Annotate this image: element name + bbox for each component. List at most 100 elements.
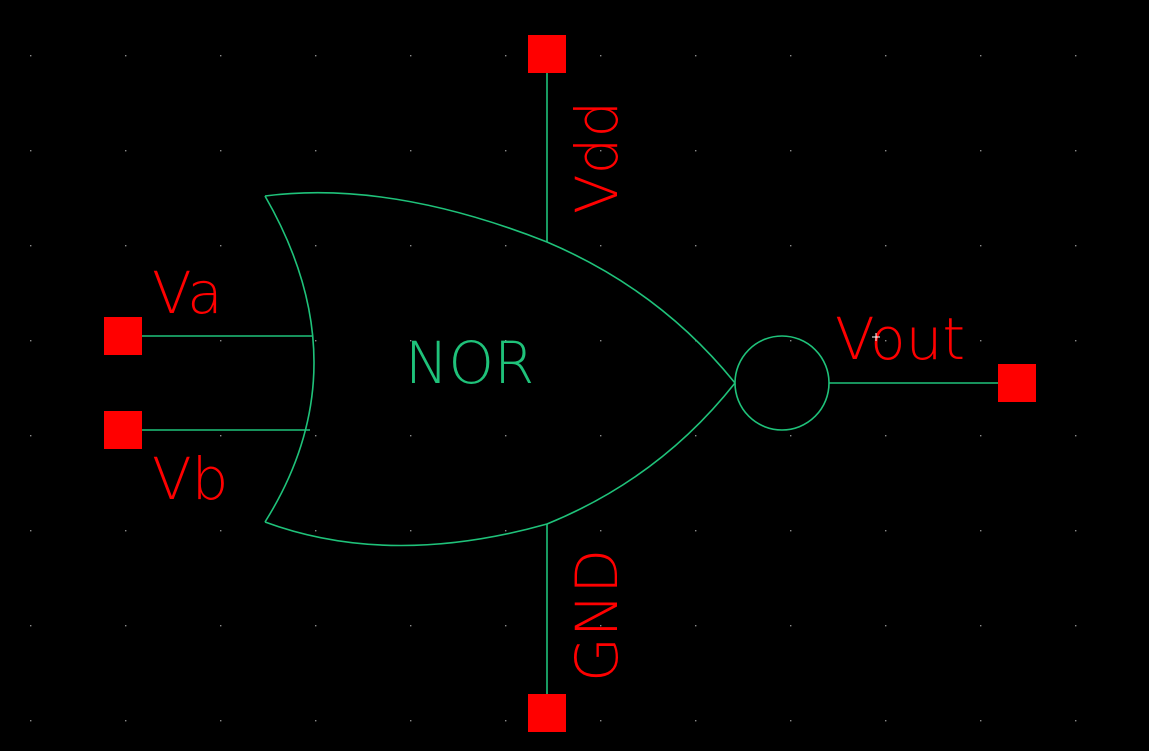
grid-dot bbox=[125, 150, 127, 152]
grid-dot bbox=[30, 55, 32, 57]
pins bbox=[104, 35, 1036, 732]
grid-dot bbox=[30, 150, 32, 152]
grid-dot bbox=[600, 530, 602, 532]
grid-dot bbox=[315, 435, 317, 437]
grid-dot bbox=[980, 720, 982, 722]
grid-dot bbox=[885, 245, 887, 247]
grid-dot bbox=[980, 245, 982, 247]
grid-dot bbox=[885, 625, 887, 627]
grid-dot bbox=[695, 150, 697, 152]
grid-dot bbox=[695, 720, 697, 722]
grid-dot bbox=[790, 625, 792, 627]
grid-dot bbox=[505, 340, 507, 342]
grid-dot bbox=[315, 720, 317, 722]
grid-dot bbox=[315, 530, 317, 532]
grid-dot bbox=[315, 625, 317, 627]
grid-dot bbox=[885, 55, 887, 57]
gate-bottom-curve bbox=[264, 382, 736, 547]
grid-dot bbox=[30, 625, 32, 627]
grid-dot bbox=[410, 625, 412, 627]
grid-dot bbox=[505, 150, 507, 152]
grid-dot bbox=[505, 245, 507, 247]
grid-dot bbox=[220, 625, 222, 627]
grid-dot bbox=[410, 530, 412, 532]
grid-dot bbox=[30, 340, 32, 342]
grid-dot bbox=[790, 720, 792, 722]
vout-pin[interactable] bbox=[998, 364, 1036, 402]
grid-dot bbox=[315, 340, 317, 342]
grid-dots bbox=[30, 55, 1077, 722]
grid-dot bbox=[600, 435, 602, 437]
grid-dot bbox=[1075, 720, 1077, 722]
grid-dot bbox=[980, 340, 982, 342]
grid-dot bbox=[505, 720, 507, 722]
grid-dot bbox=[695, 435, 697, 437]
grid-dot bbox=[790, 55, 792, 57]
vb-pin-label: Vb bbox=[152, 445, 229, 513]
inversion-bubble bbox=[734, 335, 830, 431]
vdd-pin[interactable] bbox=[528, 35, 566, 73]
grid-dot bbox=[30, 720, 32, 722]
grid-dot bbox=[885, 720, 887, 722]
symbol-name-label: NOR bbox=[405, 329, 534, 397]
grid-dot bbox=[790, 150, 792, 152]
grid-dot bbox=[695, 530, 697, 532]
grid-dot bbox=[790, 340, 792, 342]
grid-dot bbox=[600, 340, 602, 342]
grid-dot bbox=[695, 245, 697, 247]
grid-dot bbox=[220, 720, 222, 722]
vout-pin-label: Vout bbox=[835, 305, 965, 373]
grid-dot bbox=[125, 55, 127, 57]
grid-dot bbox=[600, 150, 602, 152]
grid-dot bbox=[980, 150, 982, 152]
grid-dot bbox=[505, 530, 507, 532]
grid-dot bbox=[30, 245, 32, 247]
grid-dot bbox=[1075, 245, 1077, 247]
grid-dot bbox=[600, 720, 602, 722]
gate-back-curve bbox=[264, 195, 315, 523]
grid-dot bbox=[315, 150, 317, 152]
grid-dot bbox=[505, 435, 507, 437]
grid-dot bbox=[30, 530, 32, 532]
grid-dot bbox=[125, 530, 127, 532]
grid-dot bbox=[980, 55, 982, 57]
grid-dot bbox=[220, 55, 222, 57]
grid-dot bbox=[885, 435, 887, 437]
grid-dot bbox=[410, 245, 412, 247]
wires bbox=[142, 72, 998, 694]
grid-dot bbox=[695, 625, 697, 627]
vdd-pin-label: Vdd bbox=[563, 101, 631, 214]
grid-dot bbox=[695, 55, 697, 57]
gate-body bbox=[264, 191, 830, 547]
grid-dot bbox=[410, 150, 412, 152]
grid-dot bbox=[600, 55, 602, 57]
grid-dot bbox=[410, 435, 412, 437]
grid-dot bbox=[125, 625, 127, 627]
grid-dot bbox=[1075, 340, 1077, 342]
vb-pin[interactable] bbox=[104, 411, 142, 449]
grid-dot bbox=[125, 720, 127, 722]
grid-dot bbox=[1075, 530, 1077, 532]
grid-dot bbox=[220, 340, 222, 342]
grid-dot bbox=[1075, 625, 1077, 627]
grid-dot bbox=[980, 625, 982, 627]
va-pin[interactable] bbox=[104, 317, 142, 355]
grid-dot bbox=[790, 530, 792, 532]
grid-dot bbox=[315, 245, 317, 247]
grid-dot bbox=[600, 245, 602, 247]
mouse-cursor-icon bbox=[872, 333, 880, 341]
grid-dot bbox=[315, 55, 317, 57]
gnd-pin-label: GND bbox=[563, 549, 631, 682]
grid-dot bbox=[220, 150, 222, 152]
gnd-pin[interactable] bbox=[528, 694, 566, 732]
va-pin-label: Va bbox=[152, 259, 223, 327]
grid-dot bbox=[980, 435, 982, 437]
grid-dot bbox=[410, 340, 412, 342]
grid-dot bbox=[1075, 435, 1077, 437]
grid-dot bbox=[885, 150, 887, 152]
grid-dot bbox=[885, 340, 887, 342]
grid-dot bbox=[885, 530, 887, 532]
grid-dot bbox=[220, 435, 222, 437]
